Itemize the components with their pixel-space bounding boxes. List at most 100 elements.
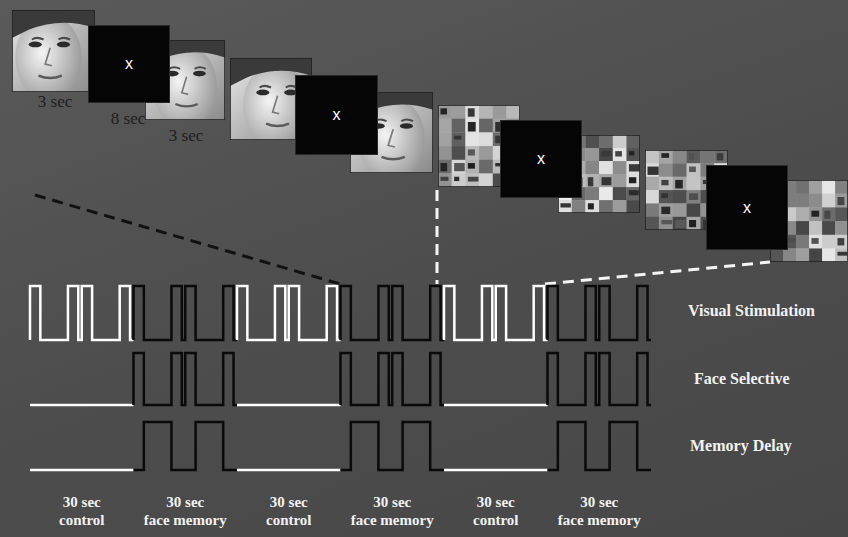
- scramble-tile: [613, 200, 627, 213]
- visual-trace: [237, 286, 341, 340]
- block-label: control: [266, 512, 312, 529]
- scramble-tile: [613, 174, 627, 187]
- fixation-mark: x: [743, 199, 751, 217]
- scramble-detail: [454, 136, 461, 140]
- scramble-tile: [659, 190, 673, 204]
- scramble-tile: [452, 132, 466, 146]
- scramble-tile: [626, 161, 640, 174]
- scramble-tile: [465, 173, 479, 187]
- delay-screen: x: [500, 120, 582, 198]
- scramble-tile: [835, 207, 848, 221]
- scramble-tile: [659, 150, 673, 164]
- scramble-tile: [599, 174, 613, 187]
- delay-trace: [341, 422, 445, 470]
- photo-border: [12, 10, 94, 91]
- delay-screen: x: [88, 25, 170, 103]
- block-label: 30 sec: [166, 494, 204, 511]
- mouth: [39, 76, 62, 78]
- scramble-tile: [479, 173, 493, 187]
- trace-label: Memory Delay: [690, 437, 792, 455]
- brows: [375, 120, 413, 122]
- visual-trace: [134, 286, 238, 340]
- scramble-tile: [479, 146, 493, 160]
- scramble-detail: [824, 211, 830, 219]
- scramble-tile: [796, 194, 809, 208]
- duration-label: 8 sec: [111, 109, 145, 129]
- scramble-tile: [645, 217, 659, 231]
- scramble-tile: [673, 203, 687, 217]
- scramble-detail: [837, 238, 844, 245]
- block-label: face memory: [558, 512, 641, 529]
- scramble-tile: [645, 177, 659, 191]
- scramble-tile: [835, 248, 848, 262]
- mouth: [266, 124, 289, 126]
- block-label: 30 sec: [63, 494, 101, 511]
- scramble-tile: [645, 150, 659, 164]
- scramble-detail: [440, 177, 448, 181]
- scramble-tile: [783, 248, 796, 262]
- scramble-tile: [687, 150, 701, 164]
- scramble-tile: [438, 119, 452, 133]
- scramble-tile: [809, 221, 822, 235]
- scramble-tile: [714, 150, 728, 164]
- scramble-tile: [659, 203, 673, 217]
- face-trace: [237, 404, 341, 407]
- scramble-tile: [452, 160, 466, 174]
- scramble-tile: [673, 177, 687, 191]
- scramble-tile: [465, 105, 479, 119]
- scramble-tile: [673, 217, 687, 231]
- scramble-tile: [673, 163, 687, 177]
- scramble-tile: [626, 135, 640, 148]
- scramble-detail: [689, 167, 696, 172]
- nose: [273, 96, 280, 114]
- scramble-detail: [629, 190, 639, 195]
- scramble-detail: [661, 153, 669, 158]
- delay-trace: [444, 469, 548, 472]
- scramble-tile: [659, 177, 673, 191]
- delay-screen: x: [706, 165, 788, 250]
- trace-label: Face Selective: [694, 370, 790, 388]
- scramble-detail: [454, 163, 465, 171]
- scramble-detail: [440, 163, 447, 171]
- scramble-tile: [796, 207, 809, 221]
- scramble-tile: [585, 135, 599, 148]
- scramble-tile: [438, 146, 452, 160]
- scramble-tile: [796, 248, 809, 262]
- scramble-tile: [438, 132, 452, 146]
- scramble-tile: [673, 190, 687, 204]
- scramble-tile: [687, 217, 701, 231]
- trace-label: Visual Stimulation: [688, 302, 815, 320]
- scramble-detail: [647, 167, 658, 175]
- scramble-detail: [588, 177, 593, 186]
- scramble-tile: [452, 146, 466, 160]
- scramble-detail: [675, 220, 686, 228]
- face-photo: [12, 10, 95, 100]
- scramble-tile: [452, 119, 466, 133]
- scramble-tile: [822, 221, 835, 235]
- scramble-tile: [613, 161, 627, 174]
- scramble-tile: [770, 248, 783, 262]
- scramble-tile: [687, 203, 701, 217]
- scramble-tile: [796, 235, 809, 249]
- delay-trace: [237, 469, 341, 472]
- scramble-tile: [645, 163, 659, 177]
- scramble-detail: [629, 177, 636, 183]
- scramble-detail: [837, 197, 844, 205]
- scramble-tile: [465, 132, 479, 146]
- scramble-tile: [835, 235, 848, 249]
- scramble-tile: [599, 161, 613, 174]
- scramble-tile: [613, 187, 627, 200]
- scramble-tile: [835, 180, 848, 194]
- scramble-detail: [837, 252, 847, 256]
- scramble-detail: [661, 220, 672, 224]
- eye: [256, 90, 269, 96]
- hair: [12, 10, 95, 38]
- scramble-tile: [585, 174, 599, 187]
- scramble-tile: [687, 190, 701, 204]
- face-trace: [30, 404, 134, 407]
- face-trace: [444, 404, 548, 407]
- duration-label: 3 sec: [38, 92, 72, 112]
- block-label: 30 sec: [477, 494, 515, 511]
- scramble-detail: [675, 180, 683, 188]
- scramble-tile: [673, 150, 687, 164]
